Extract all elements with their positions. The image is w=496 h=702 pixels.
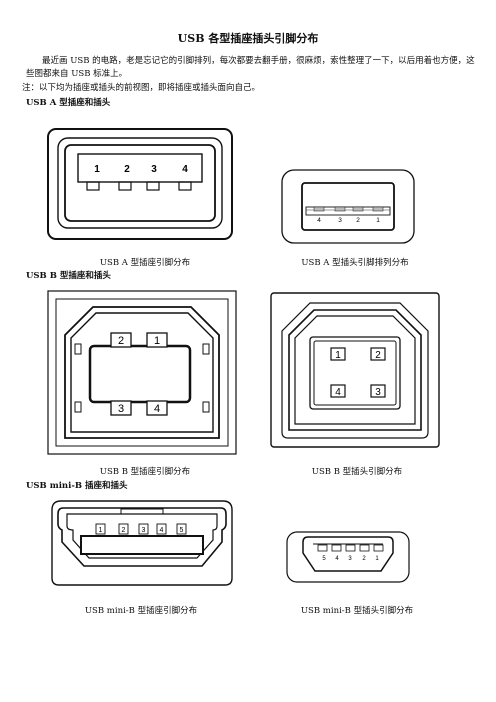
pin-label: 1 — [376, 217, 380, 224]
pin-label: 3 — [118, 403, 124, 415]
pin-label: 3 — [375, 387, 381, 398]
section-heading-usb-mini-b: USB mini-B 插座和插头 — [26, 481, 128, 491]
pin-label: 4 — [317, 217, 321, 224]
intro-note: 注：以下均为插座或插头的前视图，即将插座或插头面向自己。 — [22, 83, 261, 93]
section-heading-usb-b: USB B 型插座和插头 — [26, 271, 111, 281]
pin-label: 1 — [375, 556, 379, 562]
intro-paragraph: 最近画 USB 的电路，老是忘记它的引脚排列，每次都要去翻手册，很麻烦，索性整理… — [26, 55, 478, 81]
pin-label: 2 — [124, 164, 130, 175]
usb-mini-b-socket-caption: USB mini-B 型插座引脚分布 — [84, 606, 198, 616]
usb-b-plug-diagram: 1 2 4 3 — [270, 292, 440, 448]
pin-label: 4 — [182, 164, 188, 175]
pin-label: 3 — [348, 556, 352, 562]
pin-label: 4 — [154, 403, 160, 415]
pin-label: 5 — [180, 527, 184, 534]
pin-label: 3 — [338, 217, 342, 224]
section-heading-usb-a: USB A 型插座和插头 — [26, 98, 111, 108]
usb-a-socket-diagram: 1 2 3 4 — [47, 128, 233, 240]
pin-label: 1 — [154, 335, 160, 347]
intro-line-1: 最近画 USB 的电路，老是忘记它的引脚排列，每次都要去翻手册，很麻烦，索性整理… — [26, 56, 475, 79]
usb-a-plug-caption: USB A 型插头引脚排列分布 — [301, 258, 409, 268]
usb-b-plug-caption: USB B 型插头引脚分布 — [311, 467, 403, 477]
usb-mini-b-plug-diagram: 5 4 3 2 1 — [286, 531, 410, 583]
pin-label: 5 — [322, 556, 326, 562]
pin-label: 2 — [362, 556, 366, 562]
usb-mini-b-plug-caption: USB mini-B 型插头引脚分布 — [300, 606, 414, 616]
pin-label: 2 — [118, 335, 124, 347]
page-title: USB 各型插座插头引脚分布 — [177, 32, 319, 45]
pin-label: 1 — [94, 164, 100, 175]
pin-label: 4 — [335, 556, 339, 562]
pin-label: 1 — [335, 350, 341, 361]
usb-b-socket-diagram: 2 1 3 4 — [47, 290, 237, 455]
usb-a-socket-caption: USB A 型插座引脚分布 — [99, 258, 191, 268]
pin-label: 1 — [99, 527, 103, 534]
usb-mini-b-socket-diagram: 1 2 3 4 5 — [51, 500, 233, 586]
usb-b-socket-caption: USB B 型插座引脚分布 — [99, 467, 191, 477]
pin-label: 2 — [122, 527, 126, 534]
pin-label: 4 — [160, 527, 164, 534]
pin-label: 2 — [356, 217, 360, 224]
usb-a-plug-diagram: 4 3 2 1 — [281, 169, 415, 244]
pin-label: 4 — [335, 387, 341, 398]
pin-label: 3 — [142, 527, 146, 534]
pin-label: 2 — [375, 350, 381, 361]
pin-label: 3 — [151, 164, 157, 175]
